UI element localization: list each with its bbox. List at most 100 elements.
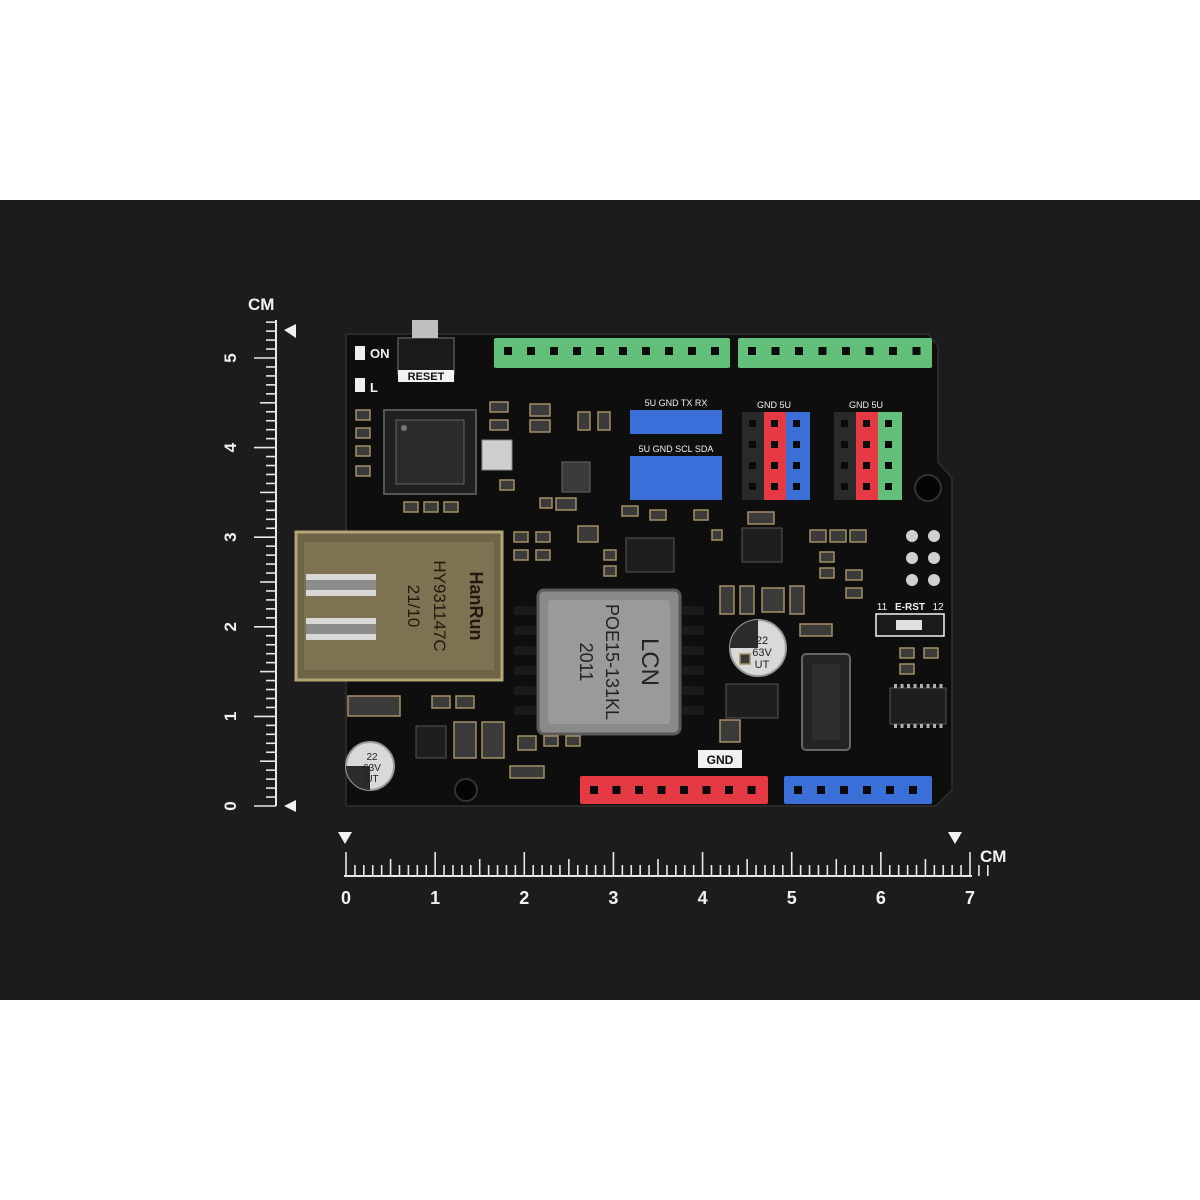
digital-header-left: [494, 338, 730, 368]
smd-component: [899, 647, 915, 659]
smd-component: [555, 497, 577, 511]
smd-component: [453, 721, 477, 759]
horizontal-ruler-label: 1: [430, 888, 440, 908]
smd-component: [481, 721, 505, 759]
ic-chip: [725, 683, 779, 719]
io-right-labels: GND 5U: [849, 400, 883, 410]
smd-component: [799, 623, 833, 637]
smd-component: [355, 427, 371, 439]
cap-left-top: 22: [366, 752, 378, 763]
electrolytic-capacitor-left: [345, 741, 395, 791]
smd-component: [355, 465, 371, 477]
horizontal-ruler-label: 3: [608, 888, 618, 908]
vertical-ruler-label: 4: [221, 442, 240, 452]
io-left-labels: GND 5U: [757, 400, 791, 410]
smd-component: [347, 695, 401, 717]
transformer-model: POE15-131KL: [602, 604, 622, 720]
led-on-label: ON: [370, 346, 390, 361]
rj45-brand: HanRun: [466, 572, 486, 641]
analog-header: [784, 776, 932, 804]
smd-component: [603, 565, 617, 577]
smd-component: [565, 735, 581, 747]
reset-label: RESET: [408, 371, 445, 383]
smd-component: [923, 647, 939, 659]
vertical-ruler: CM 5 4 3 2 1 0: [221, 295, 296, 812]
smd-component: [509, 765, 545, 779]
smd-component: [603, 549, 617, 561]
transformer-brand: LCN: [636, 638, 663, 686]
e-rst-right: 12: [932, 602, 944, 613]
mounting-hole: [914, 474, 942, 502]
horizontal-ruler-label: 5: [787, 888, 797, 908]
vertical-ruler-label: 1: [221, 712, 240, 721]
smd-component: [719, 585, 735, 615]
gnd-label: GND: [707, 753, 734, 767]
smd-component: [789, 585, 805, 615]
uart-labels: 5U GND TX RX: [645, 398, 708, 408]
horizontal-ruler-label: 6: [876, 888, 886, 908]
ic-chip: [561, 461, 591, 493]
poe-transformer: [536, 588, 682, 736]
cap-right-top: 22: [756, 635, 768, 647]
smd-component: [517, 735, 537, 751]
led-indicator: [906, 574, 918, 586]
horizontal-ruler-unit: CM: [980, 847, 1006, 866]
smd-component: [489, 401, 509, 413]
smd-component: [355, 409, 371, 421]
smd-component: [829, 529, 847, 543]
pcb-board: RESET ON L 5U GND TX RX 5U GND SCL SDA G…: [294, 320, 953, 807]
smd-component: [355, 445, 371, 457]
cap-right-bottom: UT: [755, 659, 770, 671]
horizontal-ruler-label: 2: [519, 888, 529, 908]
e-rst-label: E-RST: [895, 602, 925, 613]
vertical-ruler-unit: CM: [248, 295, 274, 314]
smd-component: [739, 653, 751, 665]
smd-component: [621, 505, 639, 517]
smd-component: [809, 529, 827, 543]
i2c-labels: 5U GND SCL SDA: [639, 444, 714, 454]
smd-component: [529, 403, 551, 417]
cap-left-mid: 63V: [363, 763, 381, 774]
smd-component: [423, 501, 439, 513]
led-on: [355, 346, 365, 360]
horizontal-ruler-label: 0: [341, 888, 351, 908]
uart-header: [630, 410, 722, 434]
cap-left-bottom: UT: [365, 774, 378, 785]
vertical-ruler-label: 3: [221, 532, 240, 541]
smd-component: [899, 663, 915, 675]
led-indicator: [906, 530, 918, 542]
smd-component: [543, 735, 559, 747]
ic-chip: [889, 687, 947, 725]
smd-component: [455, 695, 475, 709]
ic-chip: [415, 725, 447, 759]
smd-component: [577, 411, 591, 431]
crystal: [481, 439, 513, 471]
smd-component: [845, 587, 863, 599]
rj45-jack: [294, 530, 504, 682]
vertical-ruler-label: 2: [221, 622, 240, 631]
rj45-date: 21/10: [404, 585, 423, 628]
led-l: [355, 378, 365, 392]
smd-component: [747, 511, 775, 525]
smd-component: [597, 411, 611, 431]
smd-component: [499, 479, 515, 491]
smd-component: [739, 585, 755, 615]
smd-component: [819, 567, 835, 579]
cap-right-mid: 63V: [752, 647, 772, 659]
rj45-model: HY931147C: [430, 560, 449, 651]
ruler-marker-left: [338, 832, 352, 844]
smd-component: [849, 529, 867, 543]
vertical-ruler-label: 0: [221, 801, 240, 810]
reset-button: [397, 337, 455, 375]
smd-component: [719, 719, 741, 743]
ic-chip: [741, 527, 783, 563]
led-indicator: [906, 552, 918, 564]
led-indicator: [928, 552, 940, 564]
smd-component: [819, 551, 835, 563]
smd-component: [403, 501, 419, 513]
vertical-ruler-label: 5: [221, 353, 240, 362]
smd-component: [845, 569, 863, 581]
ic-chip: [625, 537, 675, 573]
microcontroller-chip: [383, 409, 477, 495]
